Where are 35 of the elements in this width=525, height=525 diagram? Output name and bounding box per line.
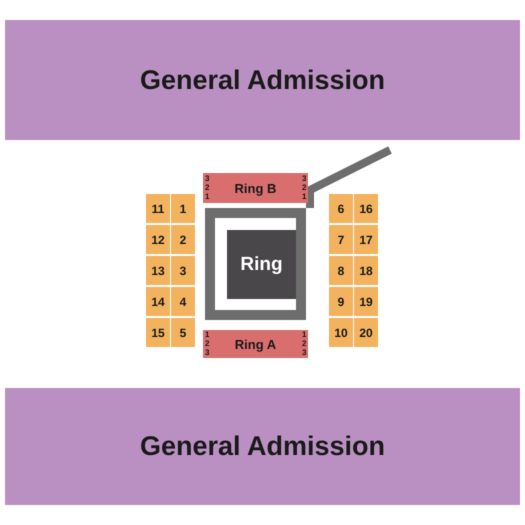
seating-section: 8 bbox=[329, 256, 353, 285]
seating-section: 3 bbox=[171, 256, 195, 285]
row-number: 2 bbox=[302, 184, 306, 192]
seating-section: 18 bbox=[354, 256, 378, 285]
seating-section: 12 bbox=[146, 225, 170, 254]
boxing-ring: Ring bbox=[227, 230, 296, 299]
seating-section: 13 bbox=[146, 256, 170, 285]
seating-section: 11 bbox=[146, 194, 170, 223]
seating-section: 2 bbox=[171, 225, 195, 254]
seating-section: 17 bbox=[354, 225, 378, 254]
seating-section: 1 bbox=[171, 194, 195, 223]
seating-section: 7 bbox=[329, 225, 353, 254]
seating-section: 16 bbox=[354, 194, 378, 223]
row-number: 1 bbox=[205, 193, 210, 201]
general-admission-area: General Admission bbox=[5, 20, 520, 140]
seating-section: 14 bbox=[146, 287, 170, 316]
row-number: 1 bbox=[302, 331, 306, 339]
row-number: 2 bbox=[205, 340, 210, 348]
seating-section: 5 bbox=[171, 318, 195, 347]
row-number: 3 bbox=[205, 175, 210, 183]
row-number: 3 bbox=[302, 175, 306, 183]
seating-section: 10 bbox=[329, 318, 353, 347]
seating-section: 19 bbox=[354, 287, 378, 316]
seating-section: 4 bbox=[171, 287, 195, 316]
row-number: 2 bbox=[302, 340, 306, 348]
row-number: 2 bbox=[205, 184, 210, 192]
seating-section: 15 bbox=[146, 318, 170, 347]
row-number: 3 bbox=[302, 349, 306, 357]
seating-section: 9 bbox=[329, 287, 353, 316]
seating-section: 20 bbox=[354, 318, 378, 347]
row-number: 1 bbox=[205, 331, 210, 339]
row-number: 1 bbox=[302, 193, 306, 201]
seating-section: 6 bbox=[329, 194, 353, 223]
general-admission-area: General Admission bbox=[5, 388, 520, 505]
row-number: 3 bbox=[205, 349, 210, 357]
